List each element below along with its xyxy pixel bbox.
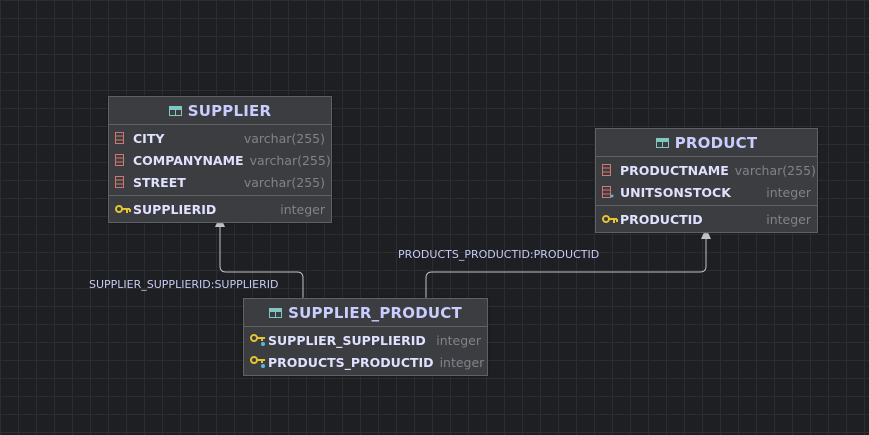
foreign-key-icon xyxy=(250,333,266,347)
product-keys: PRODUCTID integer xyxy=(596,205,817,232)
supplier-relationship-line[interactable] xyxy=(219,227,304,298)
column-type: varchar(255) xyxy=(243,130,325,146)
supplier-product-table-header[interactable]: SUPPLIER_PRODUCT xyxy=(244,299,487,327)
supplier-columns: CITY varchar(255) COMPANYNAME varchar(25… xyxy=(109,125,331,195)
column-row-supplier-supplierid[interactable]: SUPPLIER_SUPPLIERID integer xyxy=(244,329,487,351)
column-name: UNITSONSTOCK xyxy=(620,184,731,200)
table-icon xyxy=(269,307,283,318)
column-type: integer xyxy=(280,201,325,217)
primary-key-icon xyxy=(602,212,618,226)
column-name: PRODUCTID xyxy=(620,211,703,227)
primary-key-icon xyxy=(115,202,131,216)
column-row-street[interactable]: STREET varchar(255) xyxy=(109,171,331,193)
supplier-table[interactable]: SUPPLIER CITY varchar(255) COMPANYNAME v… xyxy=(108,96,332,223)
supplier-product-table[interactable]: SUPPLIER_PRODUCT SUPPLIER_SUPPLIERID int… xyxy=(243,298,488,376)
supplier-table-title: SUPPLIER xyxy=(187,101,272,120)
supplier-product-table-title: SUPPLIER_PRODUCT xyxy=(288,303,462,322)
column-name: PRODUCTNAME xyxy=(620,162,729,178)
column-name: SUPPLIER_SUPPLIERID xyxy=(268,332,426,348)
column-type: varchar(255) xyxy=(243,174,325,190)
column-type: varchar(255) xyxy=(249,152,331,168)
column-type: varchar(255) xyxy=(734,162,816,178)
supplier-relationship-label: SUPPLIER_SUPPLIERID:SUPPLIERID xyxy=(89,278,279,291)
column-type: integer xyxy=(436,332,481,348)
column-icon xyxy=(602,185,618,199)
column-icon xyxy=(115,131,131,145)
column-row-productname[interactable]: PRODUCTNAME varchar(255) xyxy=(596,159,817,181)
table-icon xyxy=(168,105,182,116)
supplier-table-header[interactable]: SUPPLIER xyxy=(109,97,331,125)
column-name: STREET xyxy=(133,174,186,190)
product-table-title: PRODUCT xyxy=(674,133,758,152)
foreign-key-icon xyxy=(250,355,266,369)
column-row-productid[interactable]: PRODUCTID integer xyxy=(596,208,817,230)
column-name: CITY xyxy=(133,130,165,146)
column-row-products-productid[interactable]: PRODUCTS_PRODUCTID integer xyxy=(244,351,487,373)
table-icon xyxy=(655,137,669,148)
column-row-supplierid[interactable]: SUPPLIERID integer xyxy=(109,198,331,220)
column-type: integer xyxy=(439,354,485,370)
column-name: COMPANYNAME xyxy=(133,152,244,168)
product-columns: PRODUCTNAME varchar(255) UNITSONSTOCK in… xyxy=(596,157,817,205)
product-relationship-arrow xyxy=(701,228,711,239)
supplier-product-keys: SUPPLIER_SUPPLIERID integer PRODUCTS_PRO… xyxy=(244,327,487,375)
column-type: integer xyxy=(766,184,811,200)
column-type: integer xyxy=(766,211,811,227)
column-row-unitsonstock[interactable]: UNITSONSTOCK integer xyxy=(596,181,817,203)
column-name: SUPPLIERID xyxy=(133,201,217,217)
column-icon xyxy=(115,175,131,189)
product-table[interactable]: PRODUCT PRODUCTNAME varchar(255) UNITSON… xyxy=(595,128,818,233)
product-relationship-line[interactable] xyxy=(425,239,707,298)
column-icon xyxy=(602,163,618,177)
column-row-companyname[interactable]: COMPANYNAME varchar(255) xyxy=(109,149,331,171)
product-relationship-label: PRODUCTS_PRODUCTID:PRODUCTID xyxy=(398,248,600,261)
supplier-keys: SUPPLIERID integer xyxy=(109,195,331,222)
column-name: PRODUCTS_PRODUCTID xyxy=(268,354,434,370)
column-row-city[interactable]: CITY varchar(255) xyxy=(109,127,331,149)
product-table-header[interactable]: PRODUCT xyxy=(596,129,817,157)
column-icon xyxy=(115,153,131,167)
